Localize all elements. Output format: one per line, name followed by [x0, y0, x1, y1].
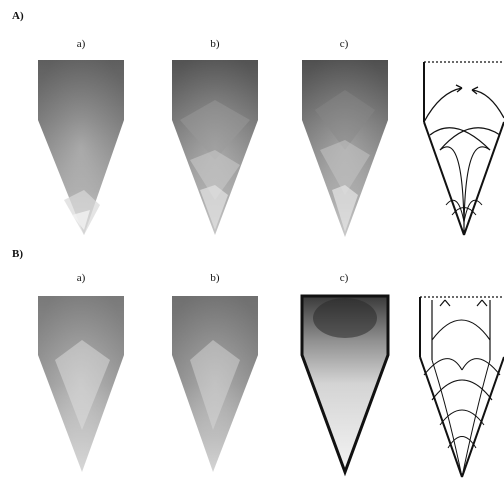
panel-a-b-image	[172, 60, 258, 235]
panel-a-schematic	[424, 62, 504, 235]
panel-b-c-image	[302, 296, 388, 472]
panel-b-schematic	[420, 297, 504, 477]
panel-a-a-image	[38, 60, 124, 235]
panel-b-b-image	[172, 296, 258, 472]
panel-b-a-image	[38, 296, 124, 472]
panel-a-c-image	[302, 60, 388, 237]
